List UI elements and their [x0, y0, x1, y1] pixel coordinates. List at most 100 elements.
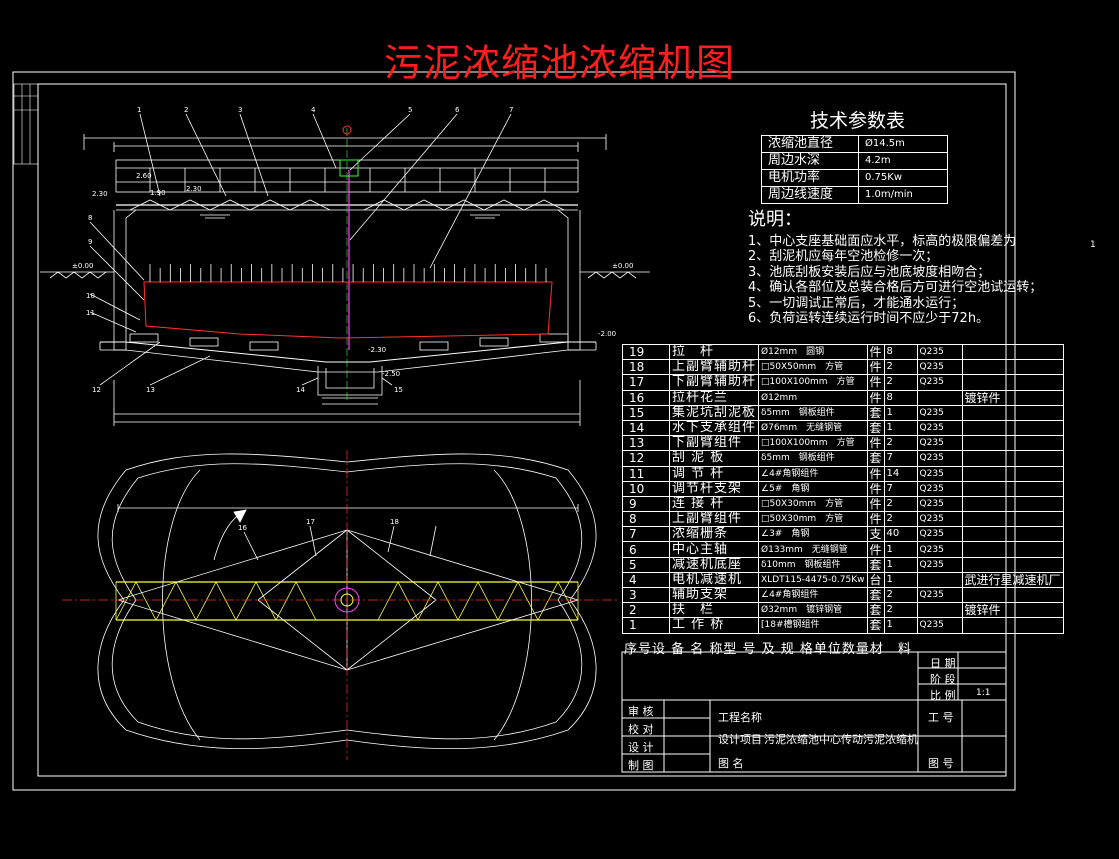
part-label: 9	[88, 238, 92, 246]
elev-mark: -2.00	[598, 330, 616, 338]
bom-cell-unit: 件	[866, 480, 885, 497]
bom-cell-no: 4	[622, 571, 670, 589]
bom-cell-mat: Q235	[916, 480, 963, 497]
bom-cell-name: 调节杆支架	[668, 480, 760, 497]
bom-cell-spec: □100X100mm 方管	[758, 435, 868, 452]
bom-cell-unit: 套	[866, 617, 885, 634]
bom-cell-mat: Q235	[916, 450, 963, 467]
bom-cell-mat: Q235	[916, 556, 963, 573]
part-label: 13	[146, 386, 155, 394]
bom-cell-qty: 1	[883, 556, 918, 573]
bom-cell-mat: Q235	[916, 586, 963, 604]
plan-part-labels: 16 17 18	[238, 518, 399, 532]
bom-cell-qty: 2	[883, 602, 918, 619]
bom-cell-note	[961, 435, 1064, 452]
part-label: 18	[390, 518, 399, 526]
bom-cell-unit: 件	[866, 495, 885, 513]
bom-cell-qty: 1	[883, 571, 918, 589]
param-key: 电机功率	[761, 169, 859, 187]
elev-mark: 2.30	[92, 190, 108, 198]
bom-cell-spec: XLDT115-4475-0.75Kw	[758, 571, 868, 589]
bom-cell-spec: ∠4#角钢组件	[758, 586, 868, 604]
bom-cell-qty: 14	[883, 465, 918, 482]
part-label: 10	[86, 292, 95, 300]
bom-cell-name: 下副臂辅助杆	[668, 374, 760, 391]
bom-cell-qty: 1	[883, 541, 918, 558]
bom-cell-unit: 套	[866, 404, 885, 421]
bom-cell-note: 镀锌件	[961, 602, 1064, 619]
bom-cell-no: 12	[622, 450, 670, 467]
reducer-motor	[339, 159, 359, 177]
bom-cell-name: 上副臂组件	[668, 511, 760, 528]
bom-cell-qty: 2	[883, 511, 918, 528]
bom-cell-name: 上副臂辅助杆	[668, 359, 760, 376]
bom-cell-spec: □100X100mm 方管	[758, 374, 868, 391]
bom-cell-no: 8	[622, 511, 670, 528]
bom-cell-no: 19	[622, 343, 670, 361]
bom-cell-note	[961, 480, 1064, 497]
bom-cell-name: 连 接 杆	[668, 495, 760, 513]
bom-cell-unit: 件	[866, 511, 885, 528]
bom-cell-mat: Q235	[916, 374, 963, 391]
bom-cell-qty: 2	[883, 359, 918, 376]
bom-cell-no: 3	[622, 586, 670, 604]
elev-mark: 2.60	[136, 172, 152, 180]
work-no-label: 工 号	[928, 711, 954, 724]
bom-cell-spec: δ5mm 钢板组件	[758, 450, 868, 467]
bom-cell-spec: ∠3# 角钢	[758, 526, 868, 543]
bom-cell-note: 武进行星减速机厂	[961, 571, 1064, 589]
role-draw: 制 图	[628, 759, 654, 772]
bom-cell-qty: 2	[883, 374, 918, 391]
bom-cell-note	[961, 526, 1064, 543]
bom-cell-no: 17	[622, 374, 670, 391]
part-label: 6	[455, 106, 460, 114]
bom-cell-mat: Q235	[916, 617, 963, 634]
note-item: 1、中心支座基础面应水平，标高的极限偏差为	[748, 233, 1017, 249]
role-review: 审 核	[628, 705, 654, 718]
bom-cell-no: 1	[622, 617, 670, 634]
part-label: 5	[408, 106, 412, 114]
part-label: 11	[86, 309, 95, 317]
bom-cell-spec: Ø133mm 无缝钢管	[758, 541, 868, 558]
bom-cell-name: 调 节 杆	[668, 465, 760, 482]
bom-cell-unit: 套	[866, 586, 885, 604]
role-design: 设 计	[628, 741, 654, 754]
bom-cell-name: 浓缩栅条	[668, 526, 760, 543]
bom-cell-name: 电机减速机	[668, 571, 760, 589]
bom-cell-unit: 套	[866, 450, 885, 467]
bom-cell-no: 15	[622, 404, 670, 421]
bom-cell-note	[961, 374, 1064, 391]
bom-cell-unit: 件	[866, 541, 885, 558]
bom-cell-unit: 件	[866, 389, 885, 406]
bom-cell-no: 2	[622, 602, 670, 619]
bom-cell-spec: □50X50mm 方管	[758, 359, 868, 376]
bom-cell-name: 扶 栏	[668, 602, 760, 619]
bom-cell-note	[961, 495, 1064, 513]
role-check: 校 对	[628, 723, 654, 736]
part-label: 14	[296, 386, 305, 394]
bom-cell-mat: Q235	[916, 404, 963, 421]
bom-cell-spec: Ø32mm 镀锌钢管	[758, 602, 868, 619]
bom-cell-spec: Ø12mm 圆钢	[758, 343, 868, 361]
bom-cell-unit: 套	[866, 602, 885, 619]
part-label: 1	[137, 106, 141, 114]
note-item: 6、负荷运转连续运行时间不应少于72h。	[748, 311, 990, 326]
part-label: 15	[394, 386, 403, 394]
bom-cell-mat: Q235	[916, 541, 963, 558]
stage-label: 阶 段	[930, 673, 956, 686]
center-hub	[340, 593, 354, 607]
bom-cell-unit: 件	[866, 465, 885, 482]
